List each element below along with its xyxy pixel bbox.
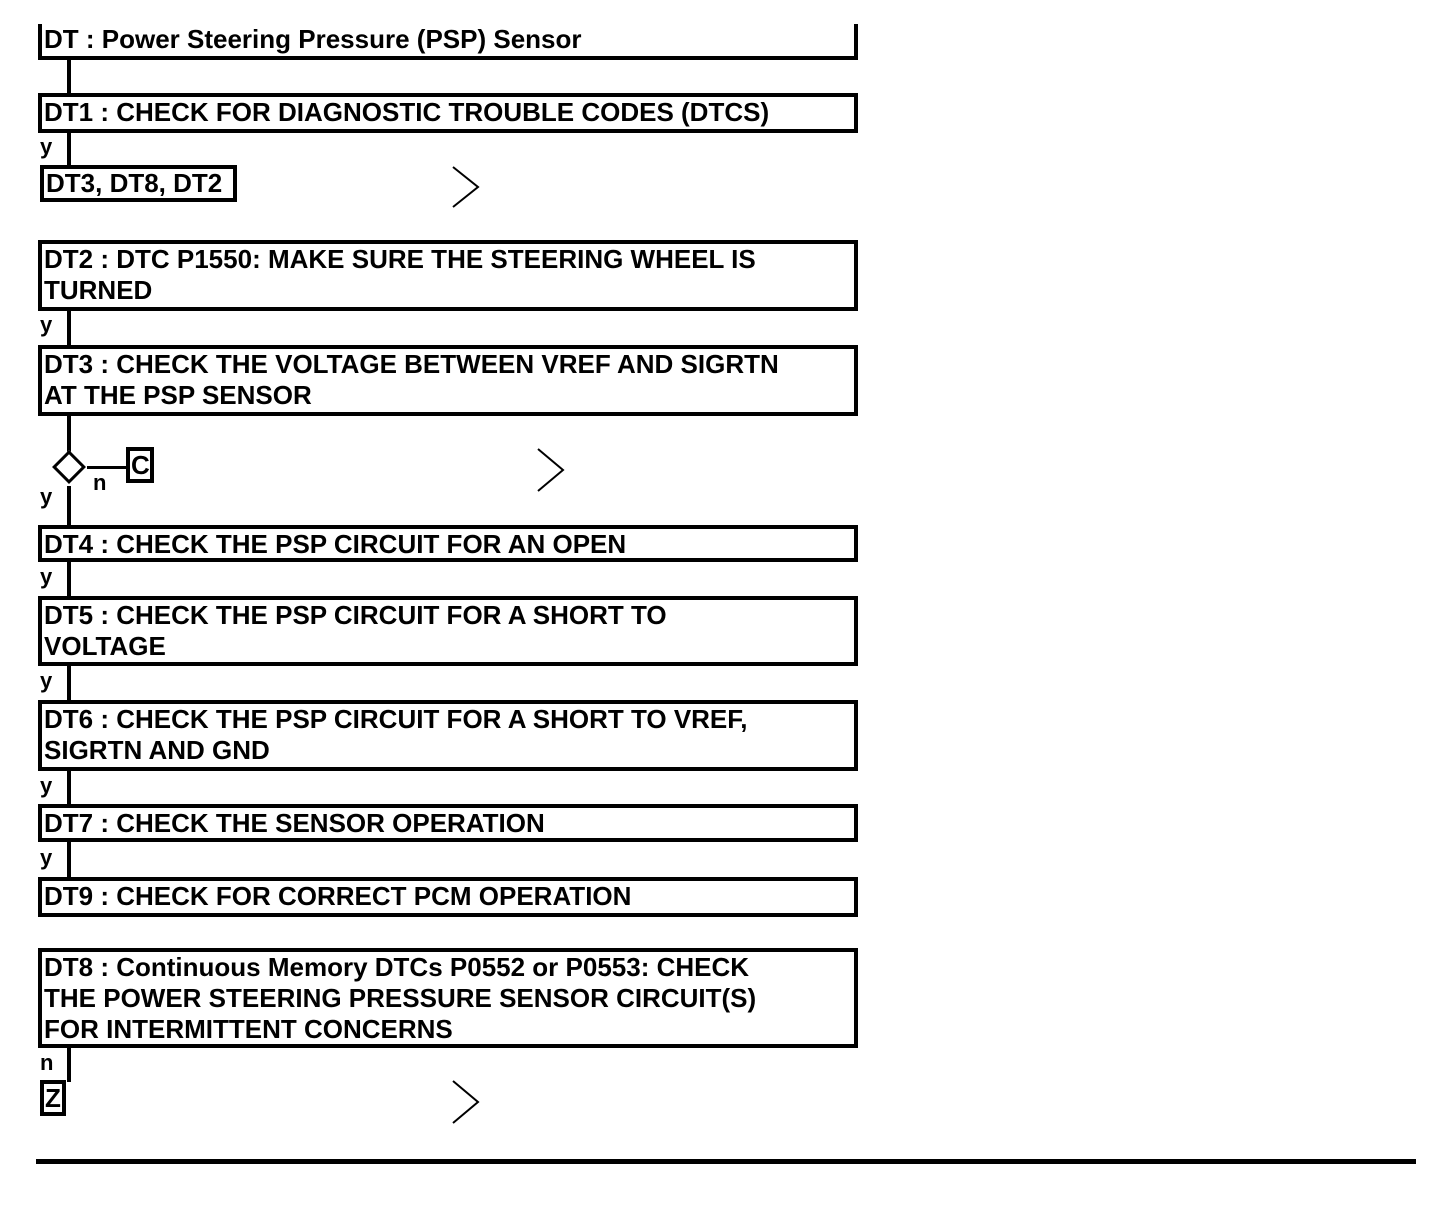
connector-line	[67, 771, 71, 805]
connector-line	[67, 311, 71, 346]
decision-diamond-icon	[52, 450, 86, 484]
chevron-right-icon	[537, 448, 565, 492]
yes-label: y	[40, 845, 53, 870]
chevron-right-icon	[452, 166, 480, 208]
yes-label: y	[40, 668, 53, 693]
yes-label: y	[40, 564, 53, 589]
dt3-branch-box[interactable]: C	[126, 447, 154, 483]
dt1-result-box[interactable]: DT3, DT8, DT2	[40, 165, 237, 202]
connector-line	[67, 486, 71, 526]
step-dt8[interactable]: DT8 : Continuous Memory DTCs P0552 or P0…	[38, 948, 858, 1048]
no-label: n	[40, 1050, 54, 1075]
connector-line	[67, 842, 71, 878]
no-label: n	[93, 470, 107, 495]
connector-line	[87, 466, 127, 469]
yes-label: y	[40, 773, 53, 798]
connector-line	[67, 562, 71, 597]
step-dt3[interactable]: DT3 : CHECK THE VOLTAGE BETWEEN VREF AND…	[38, 345, 858, 416]
connector-line	[67, 60, 71, 94]
connector-line	[67, 666, 71, 701]
step-dt2[interactable]: DT2 : DTC P1550: MAKE SURE THE STEERING …	[38, 240, 858, 311]
dt8-branch-box[interactable]: Z	[40, 1080, 66, 1116]
yes-label: y	[40, 312, 53, 337]
step-dt5[interactable]: DT5 : CHECK THE PSP CIRCUIT FOR A SHORT …	[38, 596, 858, 666]
connector-line	[67, 1048, 71, 1082]
yes-label: y	[40, 134, 53, 159]
connector-line	[67, 133, 71, 167]
step-dt6[interactable]: DT6 : CHECK THE PSP CIRCUIT FOR A SHORT …	[38, 700, 858, 771]
step-dt7[interactable]: DT7 : CHECK THE SENSOR OPERATION	[38, 804, 858, 842]
flowchart-title: DT : Power Steering Pressure (PSP) Senso…	[38, 24, 858, 60]
chevron-right-icon	[452, 1080, 480, 1124]
step-dt9[interactable]: DT9 : CHECK FOR CORRECT PCM OPERATION	[38, 877, 858, 917]
connector-line	[67, 416, 71, 452]
bottom-divider	[36, 1159, 1416, 1164]
step-dt1[interactable]: DT1 : CHECK FOR DIAGNOSTIC TROUBLE CODES…	[38, 93, 858, 133]
step-dt4[interactable]: DT4 : CHECK THE PSP CIRCUIT FOR AN OPEN	[38, 525, 858, 562]
yes-label: y	[40, 484, 53, 509]
